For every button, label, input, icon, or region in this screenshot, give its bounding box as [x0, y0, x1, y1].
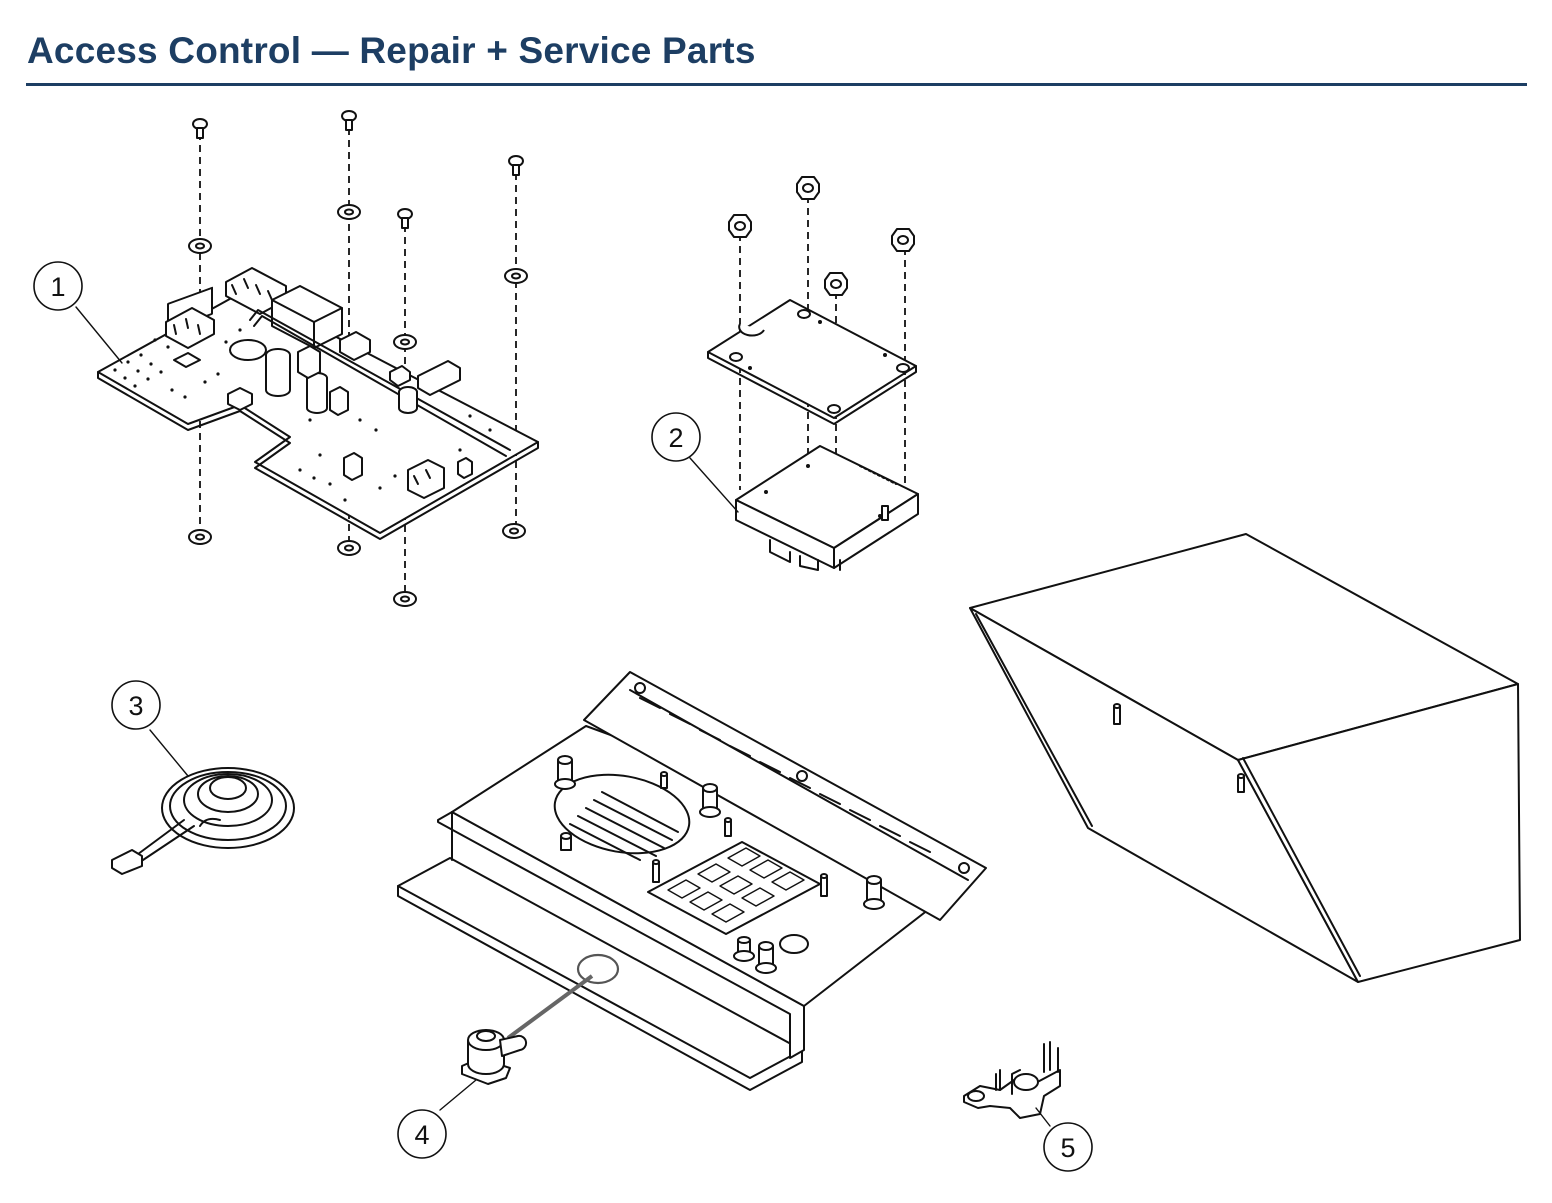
page-title: Access Control — Repair + Service Parts	[27, 30, 756, 71]
svg-text:4: 4	[414, 1120, 429, 1150]
module-box	[735, 445, 919, 571]
callout-5: 5	[1035, 1107, 1093, 1172]
callout-1: 1	[33, 261, 123, 364]
callout-3: 3	[111, 680, 189, 777]
standoffs	[554, 755, 885, 974]
board-screws	[192, 110, 524, 229]
weather-hood	[969, 533, 1521, 983]
module-assembly: 2	[651, 176, 919, 571]
svg-text:3: 3	[128, 691, 143, 721]
circuit-board	[97, 267, 539, 540]
svg-text:5: 5	[1060, 1133, 1075, 1163]
bracket-assembly: 5	[963, 1041, 1093, 1172]
title-rule	[26, 83, 1527, 86]
circuit-board-assembly: 1	[33, 110, 539, 607]
speaker-assembly: 3	[111, 680, 295, 875]
svg-text:1: 1	[50, 272, 65, 302]
cam-lock-assembly: 4	[397, 1029, 528, 1159]
module-nuts	[728, 176, 915, 296]
board-washers	[188, 204, 528, 607]
callout-4: 4	[397, 1079, 477, 1159]
svg-text:2: 2	[668, 423, 683, 453]
base-plate-assembly	[397, 671, 987, 1091]
callout-2: 2	[651, 412, 739, 513]
